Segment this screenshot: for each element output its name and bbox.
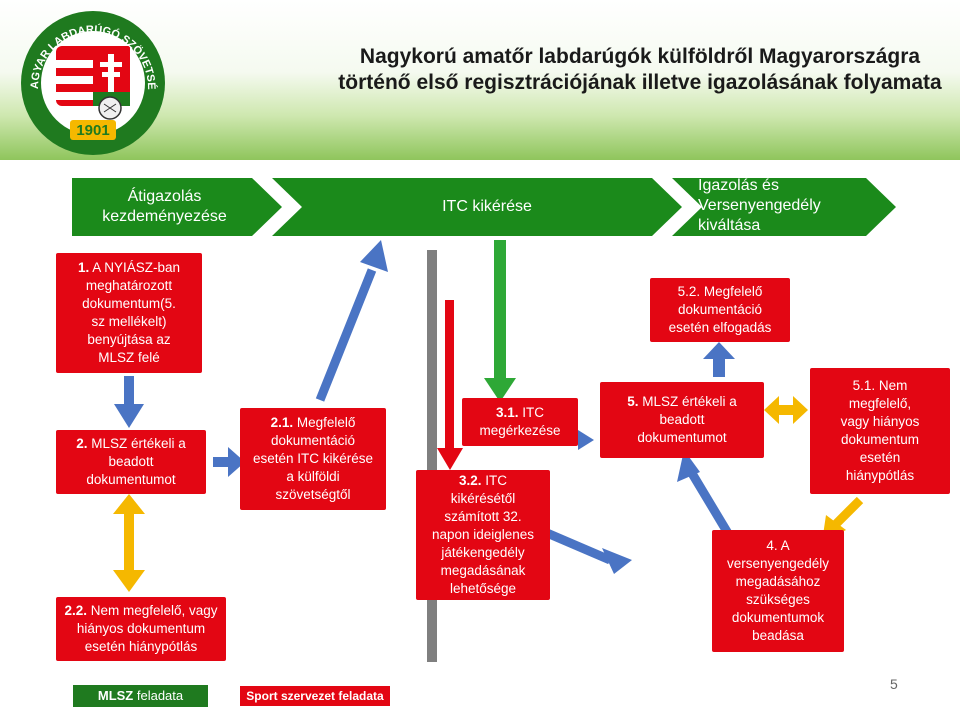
box-2-1-line: Megfelelő bbox=[296, 415, 356, 430]
box-2-line: dokumentumot bbox=[86, 472, 176, 487]
box-4-line: beadása bbox=[752, 628, 804, 643]
stage-3-label-line3: kiváltása bbox=[698, 217, 761, 234]
box-5-1-line: dokumentum bbox=[840, 432, 920, 447]
box-3-2-line: napon ideiglenes bbox=[431, 527, 535, 542]
arrow-3-2-to-4 bbox=[538, 525, 632, 574]
stage-3-label-line1: Igazolás és bbox=[698, 177, 779, 194]
box-3-1-line: megérkezése bbox=[479, 423, 561, 438]
box-2-2-line: Nem megfelelő, vagy bbox=[90, 603, 218, 618]
box-3-2-line: játékengedély bbox=[441, 545, 525, 560]
box-5-1-missing-docs: 5.1. Nem megfelelő, vagy hiányos dokumen… bbox=[810, 368, 950, 494]
box-2-line: beadott bbox=[108, 454, 154, 469]
legend-mlsz-bold: MLSZ bbox=[97, 688, 134, 703]
stage-arrow-shape bbox=[72, 178, 282, 236]
box-5-1-line: Nem bbox=[878, 378, 908, 393]
arrow-2-to-2-1 bbox=[213, 447, 245, 477]
box-5-1-line: esetén bbox=[859, 450, 901, 465]
box-1-submit-docs: 1. A NYIÁSZ-ban meghatározott dokumentum… bbox=[56, 253, 202, 373]
box-3-2-line: ITC bbox=[485, 473, 508, 488]
logo-year: 1901 bbox=[76, 122, 109, 139]
page-number: 5 bbox=[890, 676, 898, 692]
box-2-1-itc-request: 2.1. Megfelelő dokumentáció esetén ITC k… bbox=[240, 408, 386, 510]
box-2-2-line: hiányos dokumentum bbox=[76, 621, 206, 636]
stage-transfer-init: Átigazolás kezdeményezése bbox=[72, 178, 282, 236]
legend-sport-task: Sport szervezet feladata bbox=[240, 686, 390, 706]
box-5-2-line: dokumentáció bbox=[677, 302, 763, 317]
arrow-2-1-to-itc bbox=[315, 240, 388, 402]
box-1-line: MLSZ felé bbox=[98, 350, 160, 365]
box-1-line: sz mellékelt) bbox=[91, 314, 167, 329]
stage-1-label-line2: kezdeményezése bbox=[102, 208, 227, 225]
box-5-1-num: 5.1. bbox=[852, 378, 876, 393]
box-5-num: 5. bbox=[627, 394, 639, 409]
box-4-num: 4. bbox=[766, 538, 778, 553]
box-1-line: benyújtása az bbox=[87, 332, 171, 347]
box-5-2-line: Megfelelő bbox=[703, 284, 763, 299]
arrow-2-to-2-2 bbox=[113, 494, 145, 592]
arrow-itc-to-3-2 bbox=[437, 300, 463, 470]
arrow-5-to-5-1 bbox=[764, 396, 808, 424]
box-4-line: dokumentumok bbox=[731, 610, 825, 625]
box-2-num: 2. bbox=[76, 436, 88, 451]
legend-mlsz-rest: feladata bbox=[133, 688, 184, 703]
box-2-2-missing-docs: 2.2. Nem megfelelő, vagy hiányos dokumen… bbox=[56, 597, 226, 661]
title-line-2: történő első regisztrációjának illetve i… bbox=[338, 71, 942, 94]
box-3-2-num: 3.2. bbox=[458, 473, 482, 488]
box-5-line: dokumentumot bbox=[637, 430, 727, 445]
arrow-itc-to-3-1 bbox=[484, 240, 516, 402]
box-5-1-line: hiánypótlás bbox=[845, 468, 915, 483]
box-5-evaluate: 5. MLSZ értékeli a beadott dokumentumot bbox=[600, 382, 764, 458]
box-5-1-line: vagy hiányos bbox=[840, 414, 920, 429]
box-4-line: versenyengedély bbox=[726, 556, 830, 571]
box-3-2-line: lehetősége bbox=[449, 581, 517, 596]
stage-arrow-shape bbox=[672, 178, 896, 236]
box-5-1-line: megfelelő, bbox=[848, 396, 912, 411]
box-3-1-num: 3.1. bbox=[495, 405, 519, 420]
arrow-5-to-5-2 bbox=[703, 342, 735, 377]
box-2-1-line: esetén ITC kikérése bbox=[252, 451, 374, 466]
itc-separator-bar bbox=[427, 250, 437, 662]
box-5-line: beadott bbox=[659, 412, 705, 427]
box-4-submit-license-docs: 4. A versenyengedély megadásához szükség… bbox=[712, 530, 844, 652]
mlsz-logo: 1901 MAGYAR LABDARÚGÓ SZÖVETSÉG bbox=[18, 8, 165, 155]
box-2-1-line: a külföldi bbox=[286, 469, 340, 484]
legend-mlsz-task: MLSZ feladata bbox=[73, 685, 208, 707]
box-1-line: meghatározott bbox=[85, 278, 173, 293]
title-line-1: Nagykorú amatőr labdarúgók külföldről Ma… bbox=[359, 45, 921, 68]
box-2-line: MLSZ értékeli a bbox=[91, 436, 186, 451]
box-5-2-line: esetén elfogadás bbox=[668, 320, 772, 335]
box-3-2-temp-permit: 3.2. ITC kikérésétől számított 32. napon… bbox=[416, 470, 550, 600]
box-2-2-num: 2.2. bbox=[64, 603, 87, 618]
box-5-line: MLSZ értékeli a bbox=[642, 394, 737, 409]
stage-arrow-shape bbox=[272, 178, 682, 236]
stage-registration: Igazolás és Versenyengedély kiváltása bbox=[672, 177, 896, 236]
box-4-line: szükséges bbox=[746, 592, 810, 607]
box-2-1-line: dokumentáció bbox=[270, 433, 356, 448]
box-2-evaluate: 2. MLSZ értékeli a beadott dokumentumot bbox=[56, 430, 206, 494]
arrow-1-to-2 bbox=[114, 376, 144, 428]
page-title: Nagykorú amatőr labdarúgók külföldről Ma… bbox=[320, 44, 960, 96]
box-2-2-line: esetén hiánypótlás bbox=[84, 639, 198, 654]
box-1-num: 1. bbox=[77, 260, 90, 275]
box-1-line: A NYIÁSZ-ban bbox=[92, 260, 181, 275]
box-1-line: dokumentum(5. bbox=[82, 296, 176, 311]
box-4-line: megadásához bbox=[735, 574, 821, 589]
box-3-2-line: számított 32. bbox=[444, 509, 522, 524]
box-4-line: A bbox=[780, 538, 790, 553]
box-5-2-num: 5.2. bbox=[677, 284, 701, 299]
box-3-1-line: ITC bbox=[522, 405, 545, 420]
stage-3-label-line2: Versenyengedély bbox=[698, 197, 821, 214]
stage-2-label: ITC kikérése bbox=[442, 198, 532, 215]
box-2-1-line: szövetségtől bbox=[275, 487, 351, 502]
box-3-2-line: kikérésétől bbox=[450, 491, 516, 506]
box-2-1-num: 2.1. bbox=[270, 415, 294, 430]
box-3-2-line: megadásának bbox=[440, 563, 526, 578]
box-3-1-itc-arrival: 3.1. ITC megérkezése bbox=[462, 398, 578, 446]
stage-itc-request: ITC kikérése bbox=[272, 178, 682, 236]
box-5-2-accepted: 5.2. Megfelelő dokumentáció esetén elfog… bbox=[650, 278, 790, 342]
stage-1-label-line1: Átigazolás bbox=[127, 188, 202, 205]
